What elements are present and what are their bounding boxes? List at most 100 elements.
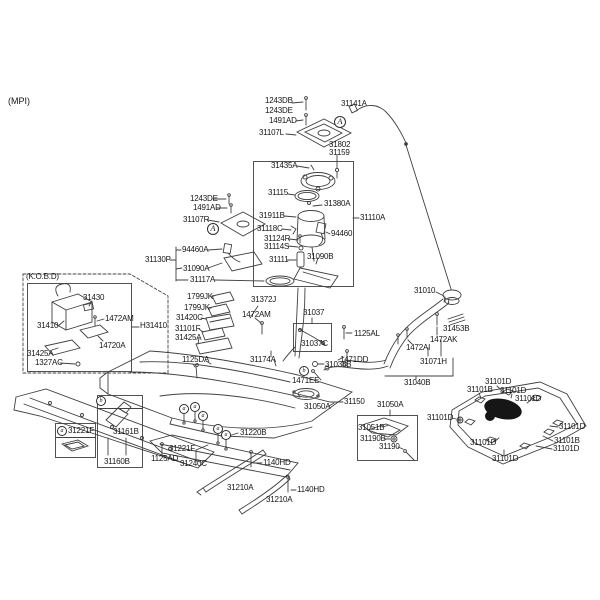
part-label: 31110A (360, 213, 386, 222)
part-label: 31161B (113, 427, 139, 436)
part-label: 31802 (329, 140, 351, 149)
part-label: (K.O.B.D) (26, 272, 59, 281)
part-label: 31911B (259, 211, 285, 220)
part-label: 1125AD (151, 454, 179, 463)
tank-pad-shield-art (449, 381, 587, 465)
part-label: 31101D (485, 377, 512, 386)
fuel-pump-module-art (281, 164, 360, 289)
part-label: 31160B (104, 457, 130, 466)
part-label: 1125AL (354, 329, 380, 338)
engine-variant-note: (MPI) (8, 96, 30, 106)
part-label: 1327AC (35, 358, 63, 367)
part-label: 31101D (492, 454, 519, 463)
section-marker-a: a (213, 424, 223, 434)
part-label: 31101B (467, 385, 493, 394)
part-label: 31117A (190, 275, 216, 284)
part-label: 31430 (83, 293, 105, 302)
part-label: 1243DB (265, 96, 293, 105)
part-label: 1472AK (430, 335, 458, 344)
part-label: 1140HD (263, 458, 291, 467)
section-marker-b: b (96, 396, 106, 406)
part-label: 1471EE (292, 376, 320, 385)
part-label: 31071H (420, 357, 447, 366)
part-label: 31425A (27, 349, 54, 358)
part-label: 31107R (183, 215, 210, 224)
part-label: H31410 (140, 321, 167, 330)
reference-boxes (22, 161, 418, 468)
part-label: 31090B (307, 252, 334, 261)
part-label: 31210A (227, 483, 254, 492)
part-label: 31037C (301, 339, 328, 348)
part-label: 1471DD (340, 355, 369, 364)
part-label: 31118C (257, 224, 283, 233)
small-part-boxes-art (60, 401, 132, 456)
part-label: 31101D (553, 444, 580, 453)
part-label: 31101F (175, 324, 201, 333)
protector-strap-art (13, 388, 299, 515)
part-label: 31101D (470, 438, 497, 447)
part-label: 31372J (251, 295, 277, 304)
part-label: 31051B (358, 423, 385, 432)
part-label: 31101B (554, 436, 580, 445)
part-label: 31124R (264, 234, 291, 243)
section-marker-a: a (57, 426, 67, 436)
part-label: 31050A (377, 400, 404, 409)
part-label: 31220B (240, 428, 267, 437)
part-label: 1472AI (406, 343, 431, 352)
part-label: 31221F (169, 444, 195, 453)
section-marker-a: a (179, 404, 189, 414)
part-label: 31101D (515, 394, 542, 403)
part-label: 31453B (443, 324, 470, 333)
part-label: 31410 (37, 321, 59, 330)
kobd-canister-art (44, 283, 140, 367)
part-label: 31090A (183, 264, 210, 273)
part-label: 94460 (331, 229, 353, 238)
part-label: 14720A (99, 341, 126, 350)
part-label: 94460A (182, 245, 209, 254)
section-marker-a: a (221, 430, 231, 440)
part-label: 31190B (360, 434, 386, 443)
part-label: 1799JK (187, 292, 213, 301)
pump-bracket-box-art (361, 409, 415, 461)
part-label: 1125DA (182, 355, 210, 364)
part-label: 31101D (427, 413, 454, 422)
part-label: 1491AD (269, 116, 297, 125)
part-label: 31420C (176, 313, 203, 322)
section-marker-A: A (207, 223, 219, 235)
part-label: 31050A (304, 402, 331, 411)
section-marker-b: b (299, 366, 309, 376)
fuel-tank-art (99, 350, 353, 439)
part-label: 1472AM (105, 314, 134, 323)
part-label: 31435A (271, 161, 298, 170)
part-label: 1140HD (297, 485, 325, 494)
part-label: 31107L (259, 128, 284, 137)
part-label: 1243DE (265, 106, 293, 115)
filler-neck-art (282, 289, 466, 381)
part-label: 31130P (145, 255, 171, 264)
part-label: 1491AD (193, 203, 221, 212)
part-label: 31037 (303, 308, 325, 317)
part-label: 31159 (329, 148, 350, 157)
part-label: 31150 (344, 397, 365, 406)
part-label: 31010 (414, 286, 436, 295)
part-label: 31141A (341, 99, 367, 108)
section-marker-a: a (190, 402, 200, 412)
part-label: 31240C (180, 459, 207, 468)
part-label: 31111 (269, 255, 289, 264)
part-label: 31115 (268, 188, 289, 197)
part-label: 1799JK (184, 303, 210, 312)
section-marker-a: a (198, 411, 208, 421)
part-label: 31210A (266, 495, 293, 504)
part-label: 31114S (264, 242, 290, 251)
part-label: 1472AM (242, 310, 271, 319)
part-label: 1243DE (190, 194, 218, 203)
part-label: 31190 (379, 442, 400, 451)
part-label: 31380A (324, 199, 351, 208)
part-label: 31425A (175, 333, 202, 342)
part-label: 31101D (559, 422, 586, 431)
part-label: 31174A (250, 355, 276, 364)
filler-door-cable-art (285, 96, 452, 290)
part-label: 31040B (404, 378, 431, 387)
